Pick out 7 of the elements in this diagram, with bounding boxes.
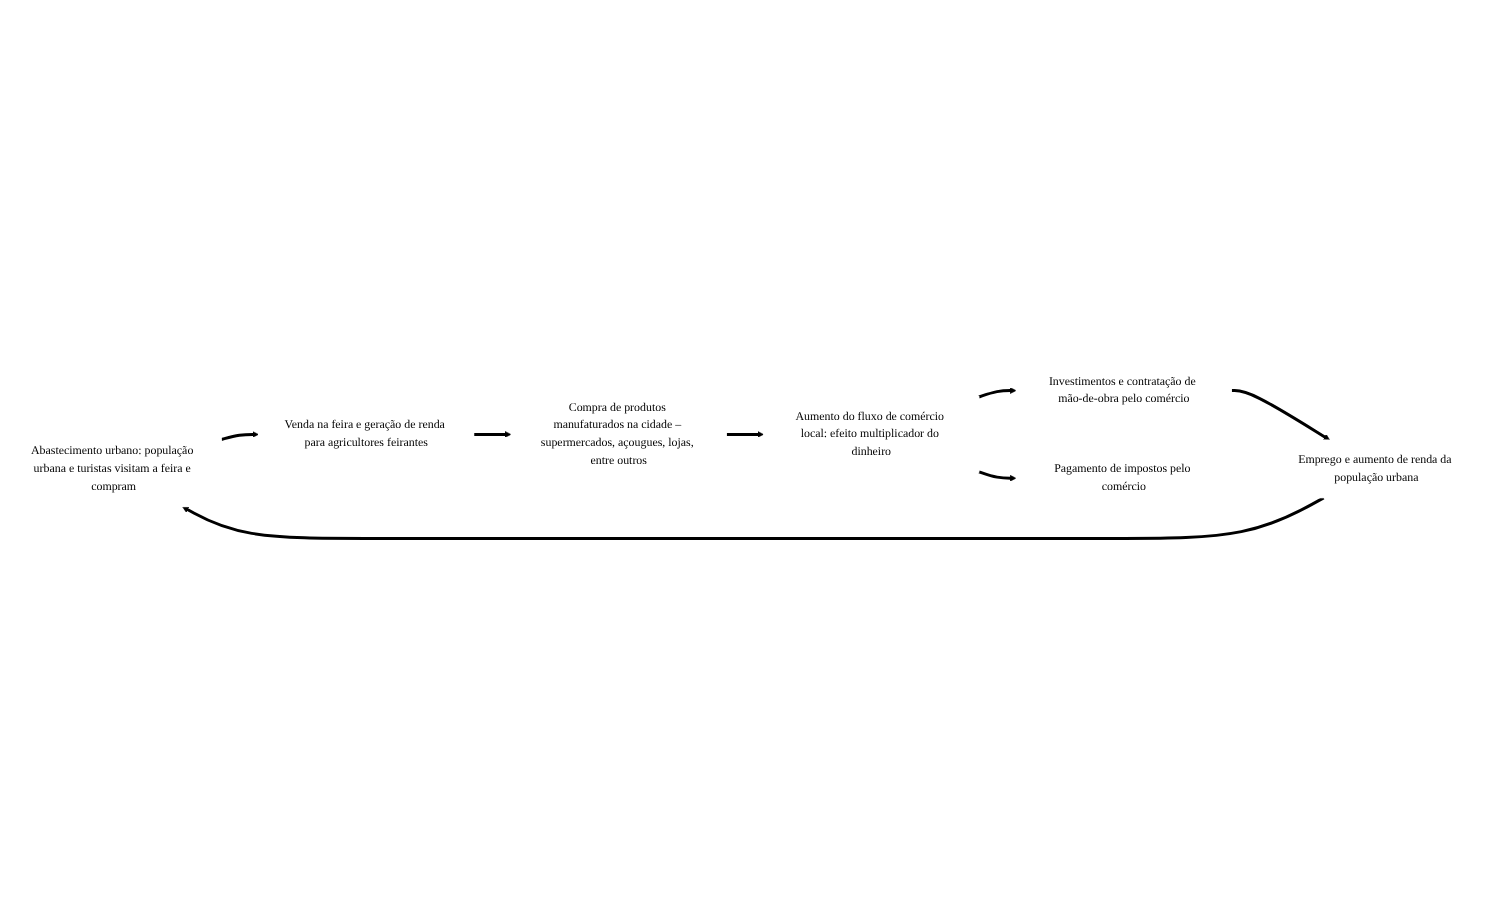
arrow (220, 431, 259, 441)
arrow (473, 431, 512, 438)
arrow (726, 431, 764, 438)
arrow (1231, 389, 1330, 441)
arrow (978, 387, 1017, 399)
arrow (978, 470, 1017, 482)
arrow (182, 496, 1325, 540)
